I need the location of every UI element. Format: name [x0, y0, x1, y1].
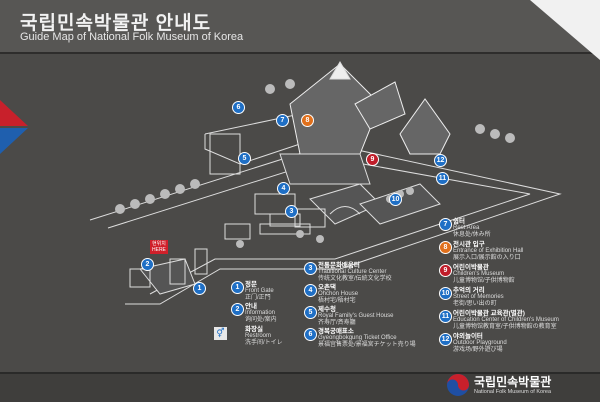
map-marker-10[interactable]: 10	[389, 193, 402, 206]
legend-number: 5	[304, 306, 317, 319]
background-wall	[530, 0, 600, 60]
sign-header	[0, 0, 600, 54]
direction-arrow-icon	[0, 100, 28, 154]
legend-label-cj: 传统文化教室/伝統文化学校	[318, 276, 392, 282]
legend-label-cj: 儿童博物馆/子供博物館	[453, 278, 515, 284]
legend-label-cj: 游戏场/野外遊び場	[453, 347, 503, 353]
legend-number: 10	[439, 287, 452, 300]
legend-label-en: Education Center of Children's Museum	[453, 317, 559, 323]
legend-number: 6	[304, 328, 317, 341]
legend-label-ko: 정문	[245, 281, 257, 288]
logo-text-english: National Folk Museum of Korea	[474, 389, 552, 395]
map-marker-9[interactable]: 9	[366, 153, 379, 166]
legend-label-ko: 추억의 거리	[453, 287, 485, 294]
legend-label-ko: 어린이박물관	[453, 264, 489, 271]
legend-label-cj: 梧村宅/梧村宅	[318, 298, 356, 304]
legend-label-ko: 안내	[245, 303, 257, 310]
legend-label-en: Rest Area	[453, 225, 480, 231]
legend-label-cj: 洗手间/トイレ	[245, 340, 283, 346]
legend-label-en: Information	[245, 310, 276, 316]
legend-label-ko: 제수청	[318, 306, 336, 313]
legend-label-cj: 齐寿厅/斉寿廳	[318, 320, 356, 326]
logo-text-korean: 국립민속박물관	[474, 375, 552, 389]
map-marker-1[interactable]: 1	[193, 282, 206, 295]
legend-number: 4	[304, 284, 317, 297]
map-marker-4[interactable]: 4	[277, 182, 290, 195]
map-marker-3[interactable]: 3	[285, 205, 298, 218]
legend-number: 1	[231, 281, 244, 294]
legend-label-cj: 展示入口/展示館の入り口	[453, 255, 521, 261]
legend-label-ko: 오촌댁	[318, 284, 336, 291]
legend-number: 7	[439, 218, 452, 231]
museum-logo-icon	[447, 374, 469, 396]
legend-label-en: Outdoor Playground	[453, 340, 507, 346]
legend-number: 9	[439, 264, 452, 277]
title-english: Guide Map of National Folk Museum of Kor…	[20, 31, 244, 43]
legend-label-cj: 景福宫售票处/景福宮チケット売り場	[318, 342, 416, 348]
legend-number: 11	[439, 310, 452, 323]
legend-label-en: Front Gate	[245, 288, 274, 294]
legend-label-ko: 화장실	[245, 326, 263, 333]
legend-label-en: Street of Memories	[453, 294, 504, 300]
legend-label-cj: 儿童博物馆教育室/子供博物館の教育室	[453, 324, 557, 330]
legend-label-ko: 전시관 입구	[453, 241, 485, 248]
legend-label-cj: 询问处/案内	[245, 317, 277, 323]
map-marker-6[interactable]: 6	[232, 101, 245, 114]
restroom-icon: ⚥	[214, 327, 227, 340]
legend-label-cj: 老街/思い出の町	[453, 301, 497, 307]
legend-label-ko: 야외놀이터	[453, 333, 483, 340]
title-korean: 국립민속박물관 안내도	[20, 13, 212, 34]
map-marker-12[interactable]: 12	[434, 154, 447, 167]
legend-label-ko: 전통문화배움터	[318, 262, 360, 269]
legend-label-ko: 쉼터	[453, 218, 465, 225]
here-label-ko: 현위치	[152, 241, 166, 247]
legend-label-en: Entrance of Exhibition Hall	[453, 248, 524, 254]
legend-label-en: Traditional Culture Center	[318, 269, 387, 275]
map-marker-5[interactable]: 5	[238, 152, 251, 165]
map-marker-8[interactable]: 8	[301, 114, 314, 127]
legend-label-en: Ohchon House	[318, 291, 359, 297]
legend-label-en: Royal Family's Guest House	[318, 313, 394, 319]
legend-label-cj: 正门/正門	[245, 295, 271, 301]
sign-footer	[0, 372, 600, 402]
map-marker-7[interactable]: 7	[276, 114, 289, 127]
legend-number: 2	[231, 303, 244, 316]
legend-label-en: Gyeongbokgung Ticket Office	[318, 335, 397, 341]
map-marker-11[interactable]: 11	[436, 172, 449, 185]
legend-number: 3	[304, 262, 317, 275]
legend-number: 12	[439, 333, 452, 346]
legend-label-en: Restroom	[245, 333, 272, 339]
here-label-en: HERE	[152, 247, 166, 253]
legend-label-en: Children's Museum	[453, 271, 505, 277]
legend-label-cj: 休息处/休み所	[453, 232, 491, 238]
legend-label-ko: 어린이박물관 교육관(별관)	[453, 310, 525, 317]
legend-number: 8	[439, 241, 452, 254]
legend-label-ko: 경복궁매표소	[318, 328, 354, 335]
map-marker-2[interactable]: 2	[141, 258, 154, 271]
